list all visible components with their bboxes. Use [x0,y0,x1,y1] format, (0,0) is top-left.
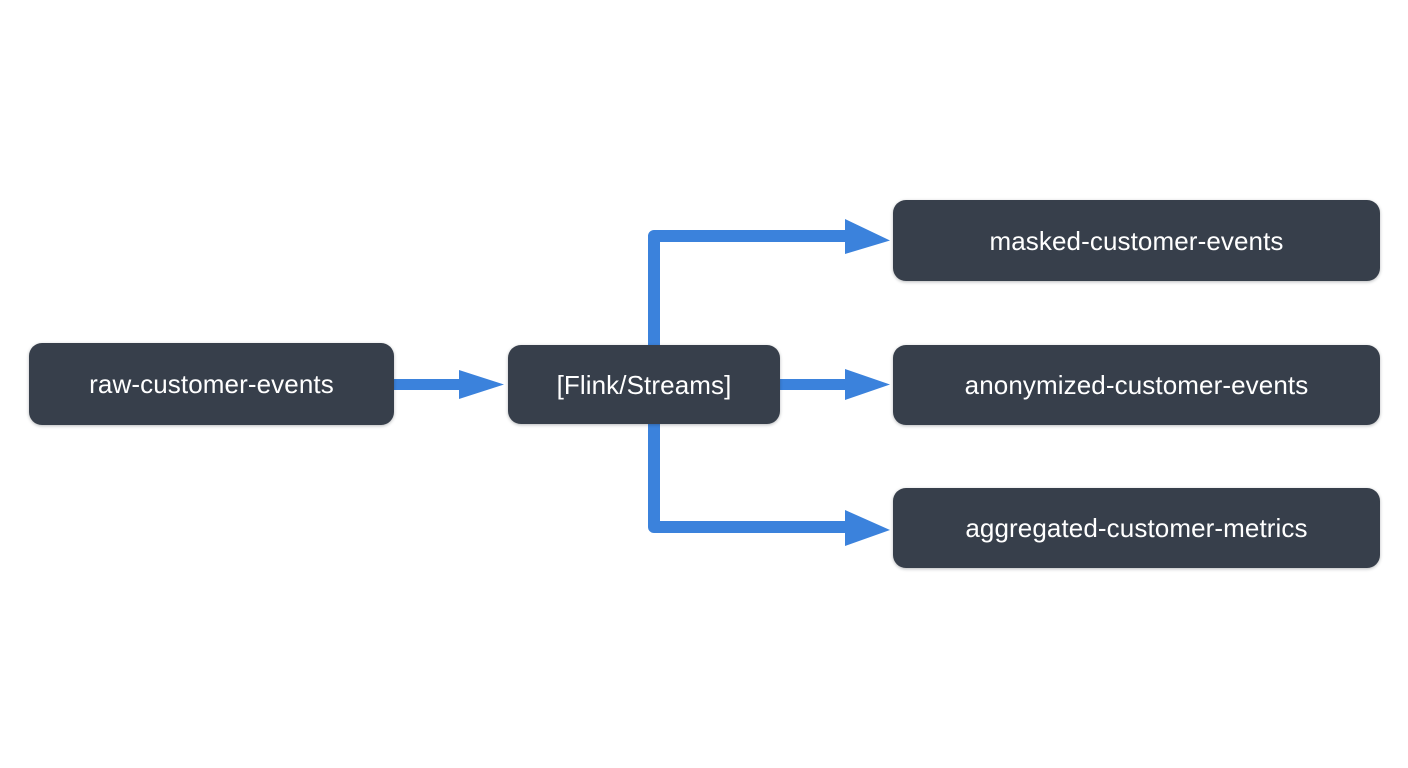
node-label: anonymized-customer-events [964,370,1309,400]
node-raw-customer-events[interactable]: raw-customer-events [29,343,394,425]
node-aggregated-customer-metrics[interactable]: aggregated-customer-metrics [893,488,1380,568]
node-flink-streams-processor[interactable]: [Flink/Streams] [508,345,780,424]
node-anonymized-customer-events[interactable]: anonymized-customer-events [893,345,1380,425]
node-label: aggregated-customer-metrics [965,513,1308,543]
node-label: [Flink/Streams] [556,369,732,400]
node-label: masked-customer-events [989,225,1284,256]
node-label: raw-customer-events [89,369,334,399]
edge-processor-to-anonymized [780,369,890,400]
node-masked-customer-events[interactable]: masked-customer-events [893,200,1380,281]
edge-raw-to-processor [394,370,504,399]
